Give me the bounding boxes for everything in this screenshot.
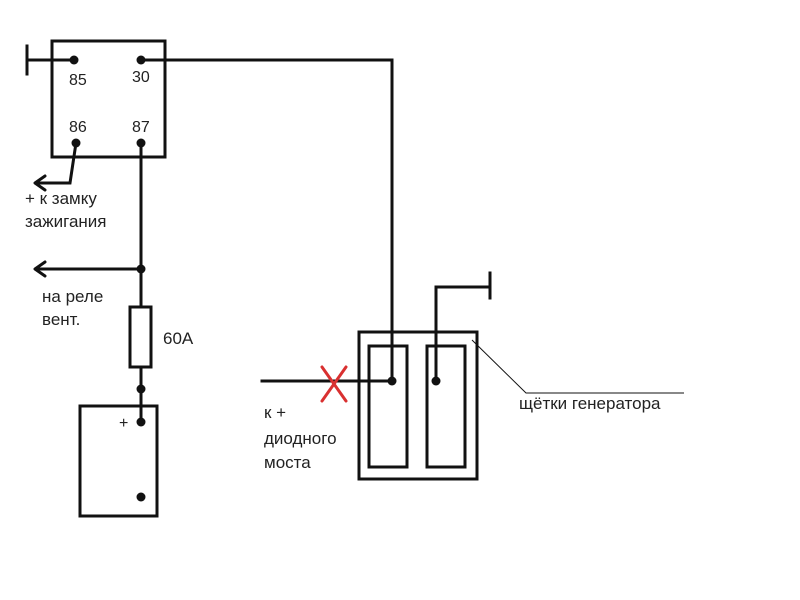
arrow-fan-relay-icon — [33, 260, 47, 278]
relay-pin-30-label: 30 — [132, 69, 150, 86]
brush-left-dot — [387, 376, 397, 386]
brushes-label: щётки генератора — [519, 394, 661, 413]
diode-label-line2: диодного — [264, 429, 337, 448]
battery-plus-dot — [136, 417, 146, 427]
cross-mark-icon-2 — [320, 365, 348, 403]
wire-30-to-brush — [139, 58, 394, 383]
relay-pin-85-dot — [69, 55, 79, 65]
wire-86-to-ignition — [35, 141, 78, 185]
battery-minus-dot — [136, 492, 146, 502]
relay-pin-85-label: 85 — [69, 72, 87, 89]
battery-box — [78, 404, 159, 518]
battery-plus-label: + — [119, 415, 128, 432]
ignition-label-line1: + к замку — [25, 189, 97, 208]
relay-pin-86-dot — [71, 138, 81, 148]
fan-relay-label-line2: вент. — [42, 310, 80, 329]
junction-below-fuse-dot — [136, 384, 146, 394]
relay-pin-86-label: 86 — [69, 119, 87, 136]
junction-fan-relay-dot — [136, 264, 146, 274]
ignition-label-line2: зажигания — [25, 212, 107, 231]
relay-box — [50, 39, 167, 159]
fuse-60a — [128, 305, 153, 369]
diode-label-line3: моста — [264, 453, 311, 472]
diode-label-line1: к + — [264, 403, 286, 422]
wire-brush-to-ground — [434, 285, 492, 383]
brush-left — [367, 344, 409, 469]
brush-holder-outer — [357, 330, 479, 481]
brushes-leader-line — [471, 339, 684, 394]
fuse-label: 60А — [163, 329, 194, 348]
brush-right — [425, 344, 467, 469]
relay-pin-87-dot — [136, 138, 146, 148]
brush-right-dot — [431, 376, 441, 386]
fan-relay-label-line1: на реле — [42, 287, 103, 306]
relay-pin-87-label: 87 — [132, 119, 150, 136]
relay-pin-30-dot — [136, 55, 146, 65]
arrow-ignition-icon — [33, 174, 47, 192]
